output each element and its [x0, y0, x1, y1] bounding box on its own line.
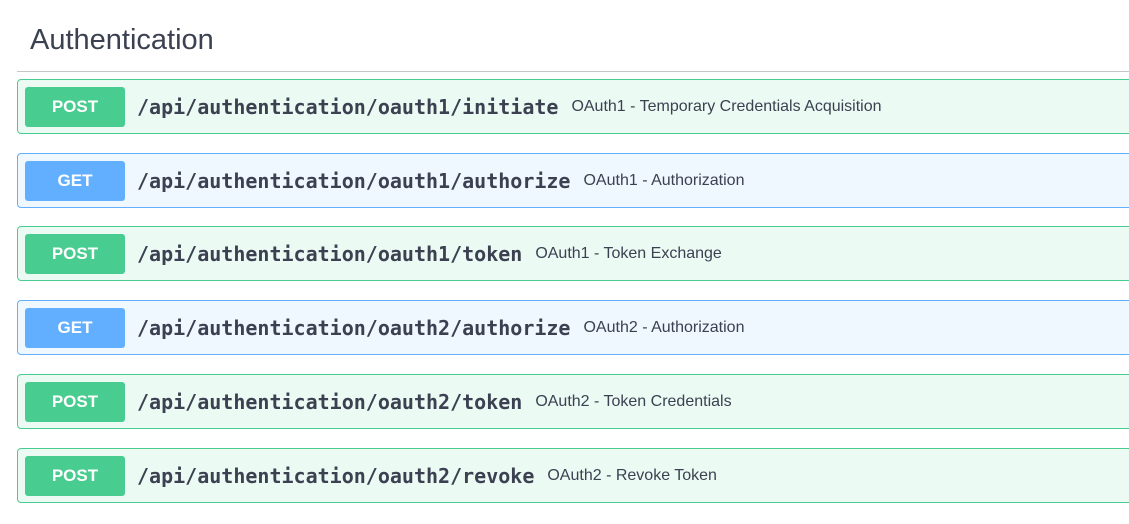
operation-summary: OAuth2 - Token Credentials: [535, 392, 732, 410]
method-badge-post: POST: [25, 86, 125, 127]
operation-summary: OAuth1 - Temporary Credentials Acquisiti…: [571, 97, 882, 115]
method-badge-get: GET: [25, 160, 125, 201]
operation-path: /api/authentication/oauth1/authorize: [137, 168, 571, 193]
method-badge-post: POST: [25, 233, 125, 274]
method-badge-get: GET: [25, 307, 125, 348]
operation-oauth1-authorize[interactable]: GET /api/authentication/oauth1/authorize…: [17, 153, 1129, 208]
section-header[interactable]: Authentication: [17, 0, 1129, 72]
operation-path: /api/authentication/oauth2/authorize: [137, 315, 571, 340]
operation-summary: OAuth2 - Authorization: [583, 318, 745, 336]
operation-summary: OAuth1 - Authorization: [583, 171, 745, 189]
operation-oauth1-token[interactable]: POST /api/authentication/oauth1/token OA…: [17, 226, 1129, 281]
operation-path: /api/authentication/oauth2/revoke: [137, 463, 535, 488]
operation-oauth2-token[interactable]: POST /api/authentication/oauth2/token OA…: [17, 374, 1129, 429]
operation-oauth2-revoke[interactable]: POST /api/authentication/oauth2/revoke O…: [17, 448, 1129, 503]
operation-path: /api/authentication/oauth1/token: [137, 241, 523, 266]
method-badge-post: POST: [25, 455, 125, 496]
operation-path: /api/authentication/oauth2/token: [137, 389, 523, 414]
method-badge-post: POST: [25, 381, 125, 422]
operation-oauth1-initiate[interactable]: POST /api/authentication/oauth1/initiate…: [17, 79, 1129, 134]
section-title: Authentication: [30, 24, 214, 56]
operation-path: /api/authentication/oauth1/initiate: [137, 94, 559, 119]
operation-summary: OAuth1 - Token Exchange: [535, 244, 722, 262]
operation-oauth2-authorize[interactable]: GET /api/authentication/oauth2/authorize…: [17, 300, 1129, 355]
operation-summary: OAuth2 - Revoke Token: [547, 466, 717, 484]
